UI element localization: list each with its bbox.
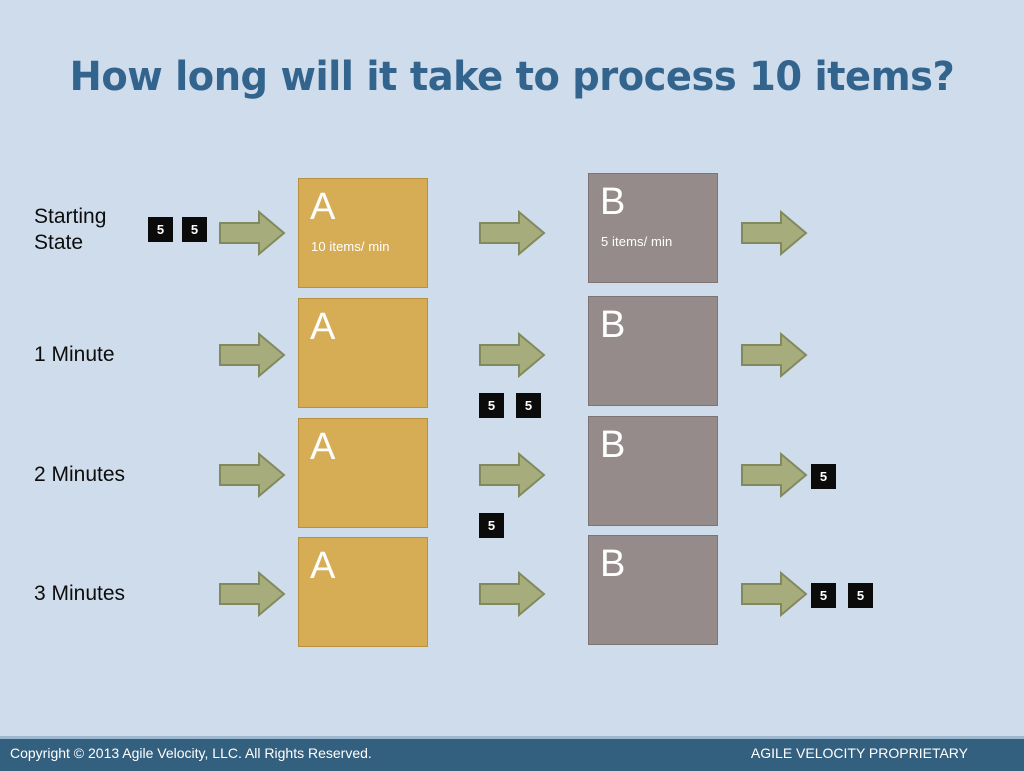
flow-arrow-a-to-b <box>478 452 546 498</box>
row-label-3-minutes: 3 Minutes <box>34 582 126 605</box>
station-letter: B <box>600 181 626 223</box>
row-label-starting-state: Starting State <box>34 205 107 254</box>
station-letter: B <box>600 304 626 346</box>
flow-arrow-a-to-b <box>478 332 546 378</box>
flow-arrow-a-to-b <box>478 210 546 256</box>
station-box-a: A <box>298 298 428 408</box>
station-box-b: B <box>588 535 718 645</box>
token-item: 5 <box>848 583 873 608</box>
token-item: 5 <box>479 393 504 418</box>
flow-arrow-out-of-b <box>740 452 808 498</box>
station-letter: A <box>310 426 336 468</box>
flow-arrow-into-a <box>218 332 286 378</box>
row-label-1-minute: 1 Minute <box>34 343 115 366</box>
token-item: 5 <box>148 217 173 242</box>
station-letter: B <box>600 424 626 466</box>
token-item: 5 <box>516 393 541 418</box>
station-box-a: A <box>298 418 428 528</box>
flow-arrow-out-of-b <box>740 571 808 617</box>
flow-arrow-a-to-b <box>478 571 546 617</box>
flow-arrow-into-a <box>218 210 286 256</box>
token-item: 5 <box>811 583 836 608</box>
row-label-2-minutes: 2 Minutes <box>34 463 126 486</box>
station-box-b: B 5 items/ min <box>588 173 718 283</box>
flow-arrow-into-a <box>218 452 286 498</box>
footer-bar: Copyright © 2013 Agile Velocity, LLC. Al… <box>0 736 1024 771</box>
station-box-a: A <box>298 537 428 647</box>
station-rate: 10 items/ min <box>311 239 390 254</box>
station-box-b: B <box>588 296 718 406</box>
token-item: 5 <box>182 217 207 242</box>
flow-arrow-out-of-b <box>740 332 808 378</box>
station-letter: A <box>310 545 336 587</box>
station-letter: B <box>600 543 626 585</box>
station-box-b: B <box>588 416 718 526</box>
token-item: 5 <box>479 513 504 538</box>
page-title: How long will it take to process 10 item… <box>69 54 955 100</box>
station-letter: A <box>310 186 336 228</box>
station-rate: 5 items/ min <box>601 234 673 249</box>
flow-arrow-out-of-b <box>740 210 808 256</box>
flow-arrow-into-a <box>218 571 286 617</box>
station-box-a: A 10 items/ min <box>298 178 428 288</box>
station-letter: A <box>310 306 336 348</box>
footer-copyright: Copyright © 2013 Agile Velocity, LLC. Al… <box>10 745 372 761</box>
footer-classification: AGILE VELOCITY PROPRIETARY <box>750 745 968 761</box>
token-item: 5 <box>811 464 836 489</box>
